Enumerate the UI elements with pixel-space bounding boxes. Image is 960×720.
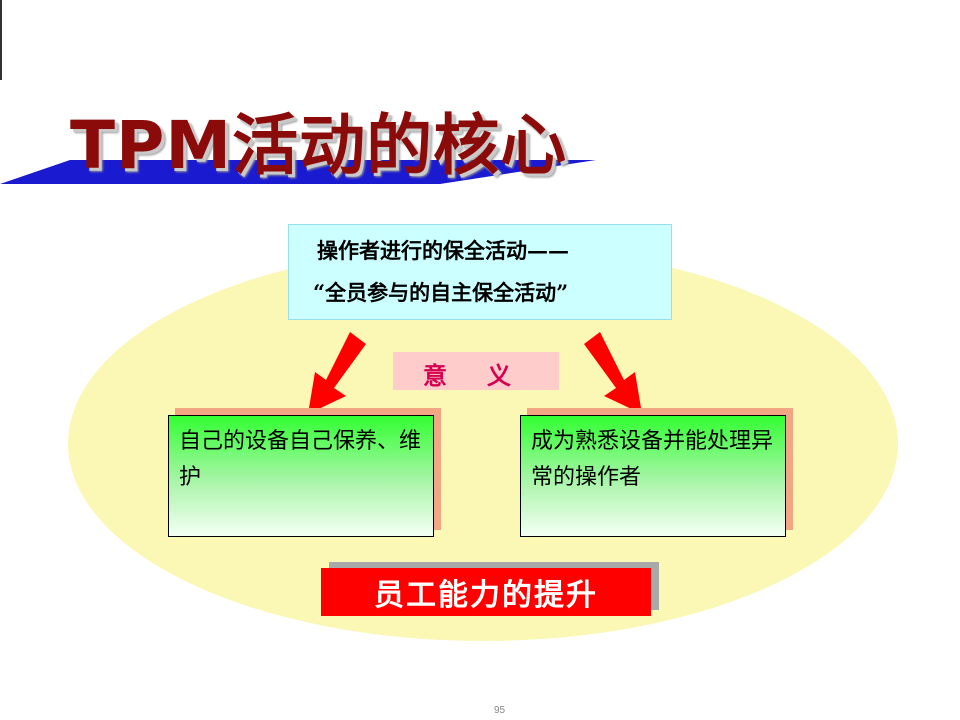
- core-activity-line1: 操作者进行的保全活动——: [317, 238, 569, 263]
- meaning-label-box: 意义: [393, 352, 559, 390]
- left-down-arrow: [308, 332, 366, 414]
- core-activity-line2: “全员参与的自主保全活动”: [313, 280, 569, 305]
- corner-line: [0, 0, 2, 80]
- title-underline-bar: [0, 160, 596, 184]
- meaning-label: 意义: [423, 361, 551, 390]
- core-activity-box: 操作者进行的保全活动—— “全员参与的自主保全活动”: [288, 224, 672, 320]
- skilled-operator-text: 成为熟悉设备并能处理异常的操作者: [531, 429, 774, 490]
- skilled-operator-box: 成为熟悉设备并能处理异常的操作者: [520, 415, 786, 537]
- page-number: 95: [494, 705, 506, 716]
- slide-title: TPM活动的核心: [70, 107, 568, 184]
- ability-improvement-banner: 员工能力的提升: [321, 568, 651, 616]
- right-down-arrow: [584, 332, 642, 414]
- self-maintenance-text: 自己的设备自己保养、维护: [179, 429, 422, 490]
- ability-improvement-text: 员工能力的提升: [374, 578, 598, 613]
- self-maintenance-box: 自己的设备自己保养、维护: [168, 415, 434, 537]
